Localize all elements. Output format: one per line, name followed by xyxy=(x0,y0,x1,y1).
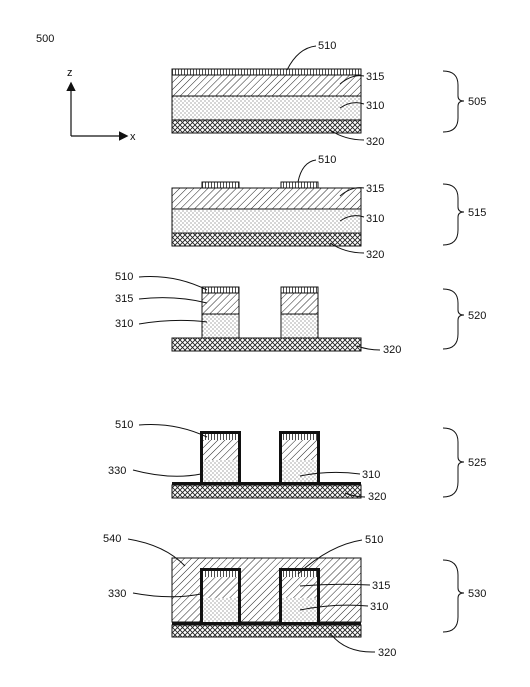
step-525: 510 330 310 320 525 xyxy=(108,419,486,503)
label-315: 315 xyxy=(366,183,384,195)
z-axis-label: z xyxy=(67,67,73,79)
mask-510-right xyxy=(280,286,319,294)
step-label-525: 525 xyxy=(468,457,486,469)
substrate-320 xyxy=(171,484,362,499)
pillar-315-right xyxy=(282,440,317,460)
layer-310 xyxy=(171,95,362,121)
label-320: 320 xyxy=(378,647,396,659)
pillar-315-left xyxy=(203,577,238,598)
liner-330-surface xyxy=(172,482,361,485)
axes-indicator: z x xyxy=(66,67,136,143)
pillar-310-left xyxy=(203,460,238,482)
label-510: 510 xyxy=(115,419,133,431)
label-510: 510 xyxy=(318,40,336,52)
step-label-530: 530 xyxy=(468,588,486,600)
layer-315 xyxy=(171,187,362,210)
label-510: 510 xyxy=(365,534,383,546)
label-540: 540 xyxy=(103,533,121,545)
step-515: 510 315 310 320 515 xyxy=(171,154,486,261)
pillar-315-right xyxy=(280,292,319,315)
substrate-320 xyxy=(171,232,362,247)
label-315: 315 xyxy=(115,293,133,305)
step-label-515: 515 xyxy=(468,207,486,219)
pillar-315-left xyxy=(201,292,240,315)
mask-510-right xyxy=(282,571,317,577)
layer-315 xyxy=(171,74,362,97)
label-310: 310 xyxy=(366,213,384,225)
figure-number: 500 xyxy=(36,33,54,45)
label-330: 330 xyxy=(108,588,126,600)
label-310: 310 xyxy=(370,601,388,613)
mask-510-left xyxy=(201,181,240,189)
label-510: 510 xyxy=(318,154,336,166)
label-320: 320 xyxy=(368,491,386,503)
label-320: 320 xyxy=(383,344,401,356)
mask-510-left xyxy=(203,434,238,440)
layer-510-mask xyxy=(171,68,362,76)
substrate-320 xyxy=(171,624,362,638)
mask-510-left xyxy=(203,571,238,577)
label-315: 315 xyxy=(366,71,384,83)
pillar-310-right xyxy=(280,313,319,339)
mask-510-left xyxy=(201,286,240,294)
layer-310 xyxy=(171,208,362,234)
substrate-320 xyxy=(171,337,362,352)
liner-330-surface xyxy=(172,622,361,625)
step-label-520: 520 xyxy=(468,310,486,322)
step-label-505: 505 xyxy=(468,96,486,108)
pillar-315-left xyxy=(203,440,238,460)
label-510: 510 xyxy=(115,271,133,283)
label-320: 320 xyxy=(366,249,384,261)
label-310: 310 xyxy=(115,318,133,330)
label-320: 320 xyxy=(366,136,384,148)
pillar-315-right xyxy=(282,577,317,598)
pillar-310-left xyxy=(201,313,240,339)
pillar-310-left xyxy=(203,598,238,622)
label-310: 310 xyxy=(366,100,384,112)
pillar-310-right xyxy=(282,598,317,622)
mask-510-right xyxy=(280,181,319,189)
pillar-310-right xyxy=(282,460,317,482)
label-330: 330 xyxy=(108,465,126,477)
label-310: 310 xyxy=(362,469,380,481)
step-530: 540 510 330 315 310 320 530 xyxy=(103,533,486,659)
step-505: 510 315 310 320 505 xyxy=(171,40,486,148)
x-axis-label: x xyxy=(130,131,136,143)
label-315: 315 xyxy=(372,580,390,592)
substrate-320 xyxy=(171,119,362,134)
mask-510-right xyxy=(282,434,317,440)
step-520: 510 315 310 320 520 xyxy=(115,271,486,356)
